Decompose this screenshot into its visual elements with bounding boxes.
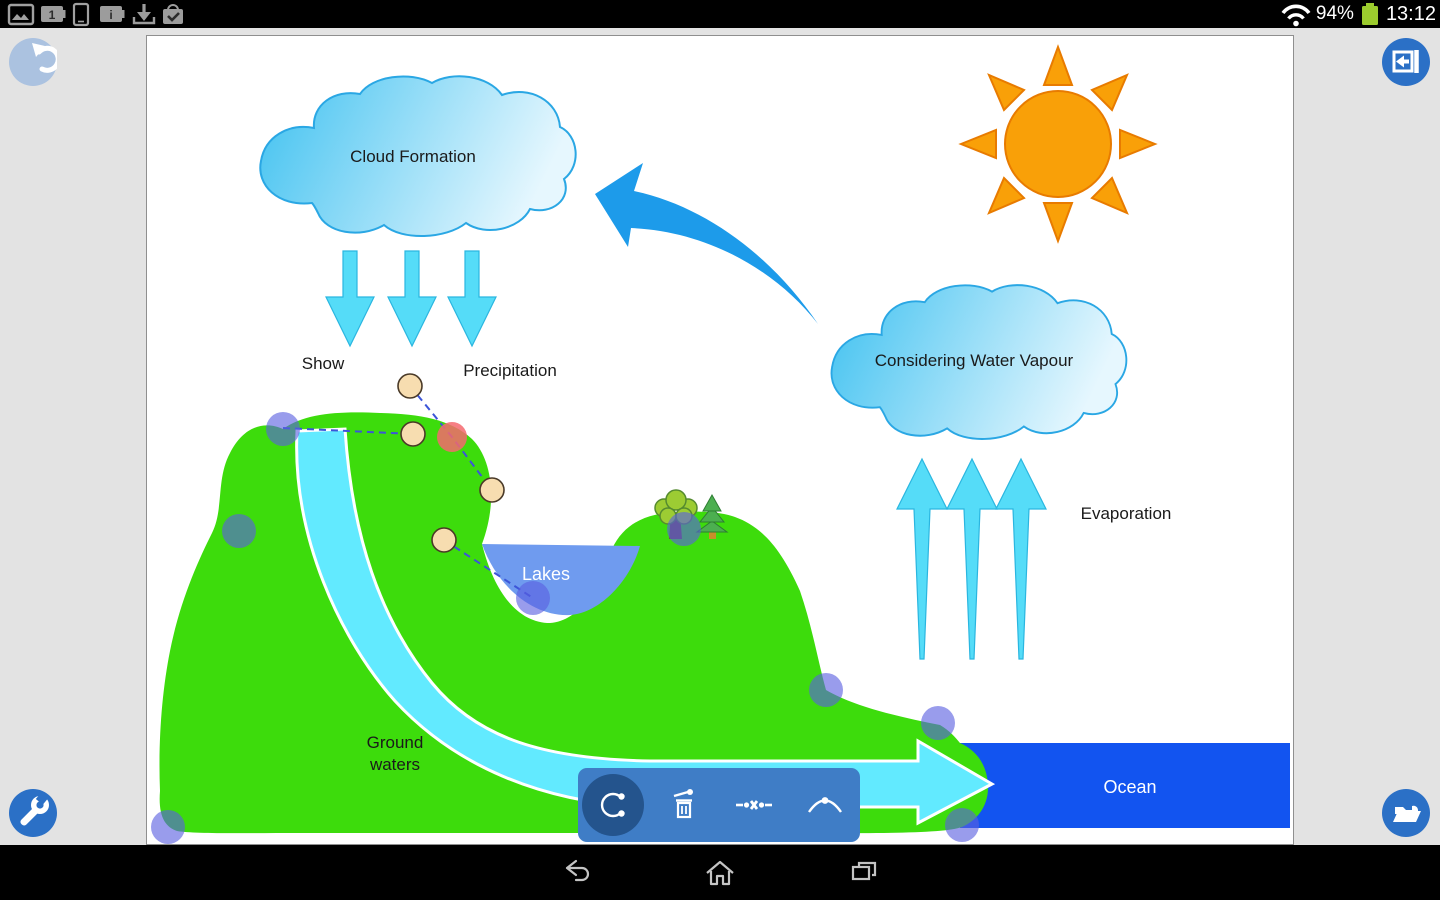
selection-toolbar	[578, 768, 860, 842]
recent-apps-icon	[851, 861, 877, 880]
water-cycle-diagram: Cloud Formation Considering Water Vapour	[151, 44, 1290, 844]
precipitation-label: Precipitation	[463, 361, 557, 380]
vertex-handle	[921, 706, 955, 740]
battery-status-1-icon: 1	[41, 6, 66, 22]
battery-percent: 94%	[1315, 3, 1354, 24]
navigation-bar	[0, 845, 1440, 900]
svg-text:i: i	[109, 8, 112, 22]
evaporation-label: Evaporation	[1081, 504, 1172, 523]
evaporation-arrows[interactable]	[896, 457, 1047, 660]
rotate-tool-button[interactable]	[582, 774, 645, 836]
vertex-handle	[945, 808, 979, 842]
land-shape[interactable]	[159, 412, 988, 834]
ground-waters-label-1: Ground	[367, 733, 424, 752]
collapse-panel-button[interactable]	[1382, 38, 1430, 86]
ground-waters-label-2: waters	[369, 755, 420, 774]
home-icon	[706, 860, 734, 885]
workspace: Cloud Formation Considering Water Vapour	[0, 28, 1440, 845]
clock: 13:12	[1385, 2, 1436, 25]
vertex-handle	[222, 514, 256, 548]
delete-node-icon	[673, 789, 693, 819]
pine-tree[interactable]	[695, 493, 729, 539]
water-vapour-cloud-shape[interactable]	[830, 284, 1128, 440]
delete-node-tool-button[interactable]	[653, 774, 715, 836]
wifi-icon	[1281, 4, 1311, 27]
cloud-formation-shape[interactable]	[259, 75, 577, 237]
control-point	[397, 373, 423, 399]
recent-apps-button[interactable]	[842, 855, 886, 891]
sun-shape[interactable]	[958, 44, 1158, 244]
download-icon	[132, 4, 156, 25]
control-point	[431, 527, 457, 553]
back-button[interactable]	[554, 855, 598, 891]
wrench-icon	[20, 791, 50, 826]
vertex-handle	[516, 581, 550, 615]
screenshot-icon	[7, 3, 35, 26]
ocean-label: Ocean	[1103, 777, 1156, 797]
control-point	[479, 477, 505, 503]
control-points[interactable]	[397, 373, 505, 553]
remove-segment-icon	[736, 800, 773, 810]
remove-segment-tool-button[interactable]	[723, 774, 785, 836]
device-icon	[72, 2, 90, 27]
battery-icon	[1361, 3, 1378, 25]
vertex-handles[interactable]	[151, 412, 979, 844]
vertex-handle	[667, 512, 701, 546]
battery-status-i-icon: i	[100, 6, 125, 22]
drawing-canvas[interactable]: Cloud Formation Considering Water Vapour	[146, 35, 1294, 845]
status-bar: 1 i	[0, 0, 1440, 28]
back-icon	[565, 859, 590, 881]
tools-button[interactable]	[9, 789, 57, 837]
vertex-handle	[809, 673, 843, 707]
precipitation-arrows[interactable]	[325, 250, 497, 348]
show-label: Show	[302, 354, 345, 373]
collapse-panel-icon	[1392, 50, 1419, 73]
control-point	[400, 421, 426, 447]
folder-icon	[1393, 805, 1421, 822]
notification-icons: 1 i	[7, 2, 183, 27]
lakes-label: Lakes	[522, 564, 570, 584]
rotate-icon	[601, 792, 625, 818]
curve-tool-button[interactable]	[794, 774, 856, 836]
undo-icon	[32, 43, 57, 73]
cloud-formation-label: Cloud Formation	[350, 147, 476, 166]
svg-text:1: 1	[49, 8, 56, 22]
undo-button[interactable]	[9, 38, 57, 86]
status-indicators: 94% 13:12	[1281, 0, 1436, 28]
home-button[interactable]	[698, 855, 742, 891]
vertex-handle	[151, 810, 185, 844]
vapour-to-cloud-arrow[interactable]	[595, 163, 818, 324]
selected-point[interactable]	[437, 422, 467, 452]
ocean-shape[interactable]	[960, 743, 1290, 828]
vertex-handle	[266, 412, 300, 446]
water-vapour-label: Considering Water Vapour	[875, 351, 1074, 370]
play-store-update-icon	[163, 4, 183, 24]
curve-icon	[807, 797, 842, 813]
file-manager-button[interactable]	[1382, 789, 1430, 837]
ground-water-arrow[interactable]	[295, 427, 996, 826]
